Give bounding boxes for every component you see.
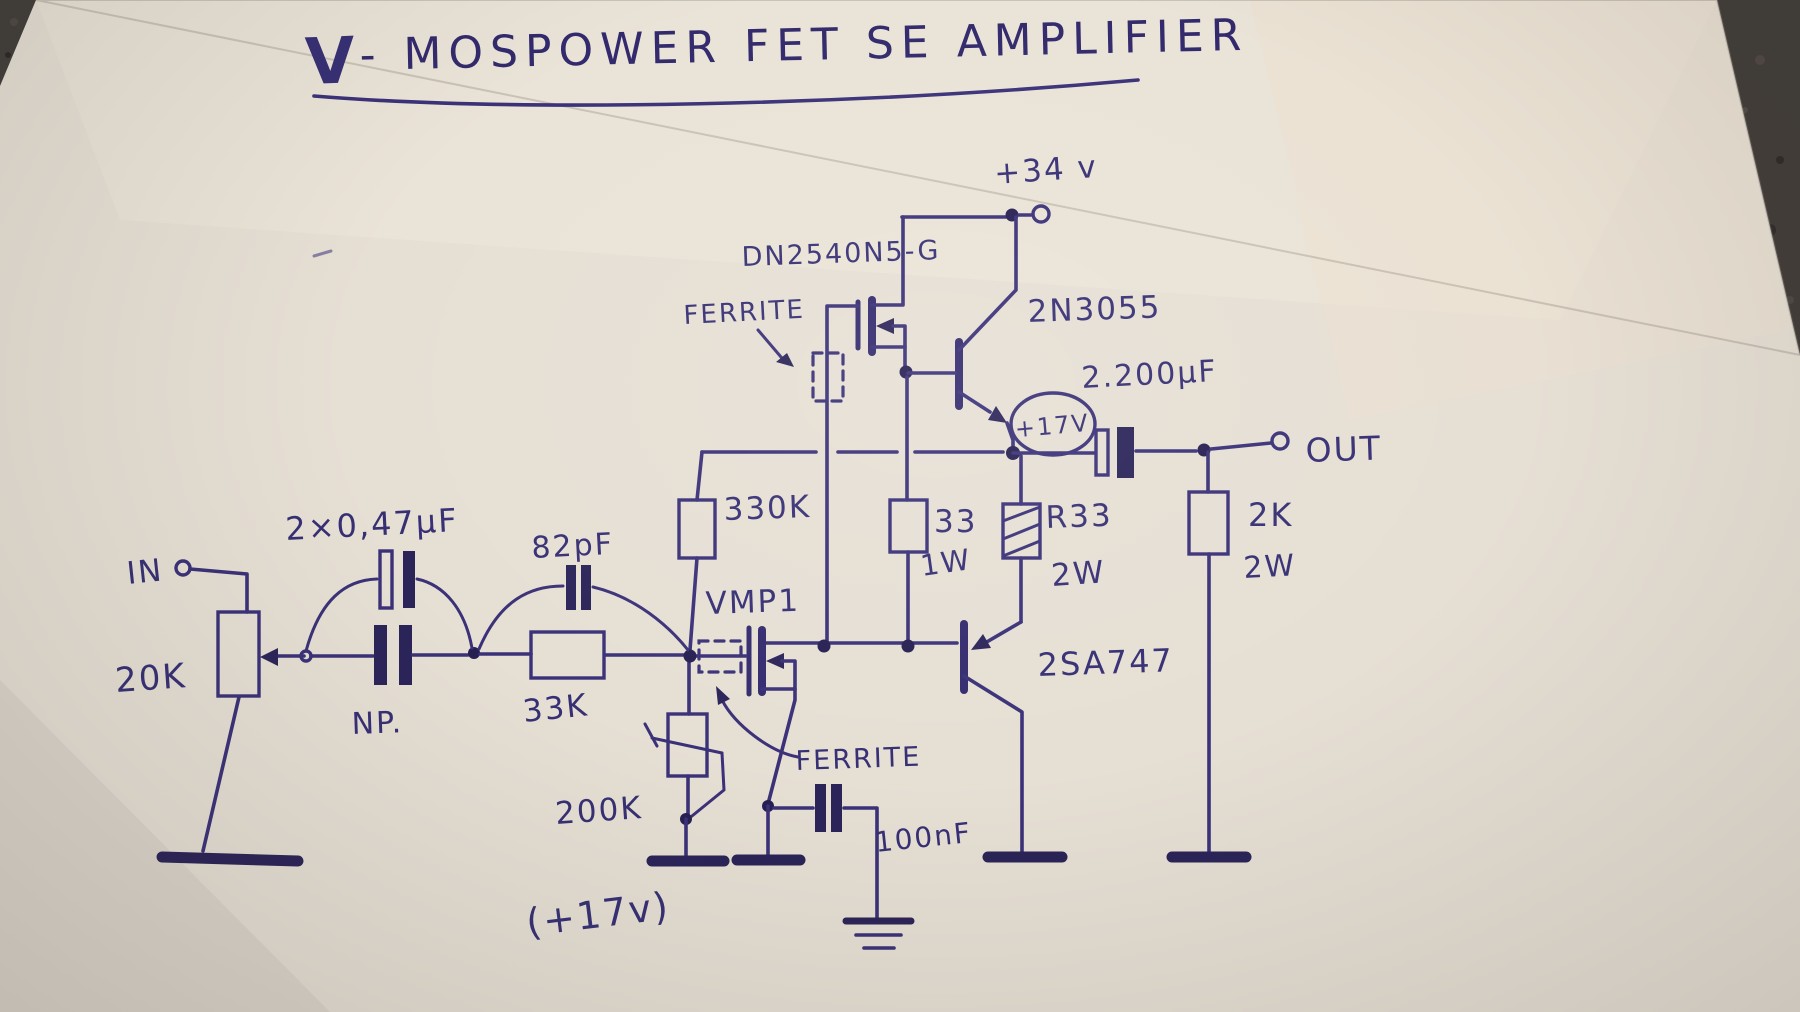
junction-dot — [899, 365, 913, 379]
resistor-r33-2w: R33 2W — [1001, 454, 1113, 624]
20k-label: 20K — [114, 656, 188, 701]
33-label: 33 — [934, 504, 977, 540]
rail-34v-label: +34 v — [993, 149, 1099, 192]
collector-lead — [962, 674, 1024, 854]
resistor-2k-2w: 2K 2W — [1166, 450, 1298, 863]
r33-power-label: 2W — [1050, 554, 1107, 594]
arrowhead-icon — [716, 686, 730, 705]
ferrite-top-label: FERRITE — [683, 295, 806, 367]
ground-icon — [156, 851, 304, 867]
cap-plate-filled — [403, 551, 415, 608]
transistor-2n3055: 2N3055 — [906, 215, 1162, 452]
200k-label: 200K — [554, 790, 644, 832]
resistor-330k: 330K — [677, 489, 812, 652]
ferrite-bottom-text: FERRITE — [795, 742, 922, 777]
input-network: IN 20K NP. 2×0,47µF 33K 82pF — [114, 501, 697, 867]
pot-200k: 200K — [554, 656, 730, 867]
ferrite-top-text: FERRITE — [683, 295, 806, 331]
junction-dot — [901, 639, 915, 653]
pointer-arrow — [756, 328, 783, 359]
cap-plate-filled — [399, 625, 412, 685]
cap-plate — [378, 549, 394, 610]
vmp1-label: VMP1 — [705, 583, 801, 622]
parallel-cap-arc — [304, 577, 379, 653]
cap-plate-filled — [566, 565, 576, 610]
wiper-tick — [643, 722, 659, 748]
cap-plate-filled — [831, 784, 842, 832]
gate-lead — [825, 304, 860, 648]
ferrite-bead-top-icon — [811, 351, 845, 403]
feedback-line — [695, 450, 1005, 502]
wiper-arrow-icon — [260, 648, 278, 666]
2k-power-label: 2W — [1243, 548, 1298, 586]
output-terminal — [1270, 431, 1290, 451]
mosfet-arrow-icon — [876, 318, 894, 334]
resistor-33-1w: 33 1W — [888, 375, 977, 644]
2n3055-label: 2N3055 — [1027, 289, 1162, 330]
dn2540-label: DN2540N5-G — [741, 235, 941, 273]
cap-100nf: 100nF — [772, 784, 973, 950]
junction-dot — [468, 647, 480, 659]
cap-plate-filled — [374, 625, 387, 685]
collector-lead — [957, 215, 1018, 352]
82pf-label: 82pF — [531, 527, 615, 566]
stray-pen-mark — [312, 249, 333, 258]
mosfet-arrow-icon — [766, 653, 784, 669]
cap-plate-filled — [581, 565, 591, 610]
emitter-lead — [983, 620, 1023, 645]
output-network: OUT 2.200µF +17V — [1006, 354, 1383, 478]
junction-dot — [683, 649, 697, 663]
wiper — [650, 736, 724, 755]
330k-label: 330K — [723, 489, 812, 528]
r33-label: R33 — [1045, 498, 1113, 536]
transistor-2sa747: 2SA747 — [960, 620, 1174, 863]
title-underline — [312, 78, 1140, 107]
33-power-label: 1W — [918, 542, 973, 583]
hatch-marks — [1001, 505, 1042, 558]
emitter-arrow-icon — [988, 406, 1007, 423]
bias-17v-label: +17V — [1014, 409, 1091, 443]
cap-plate-filled — [815, 784, 826, 832]
2x047uf-label: 2×0,47µF — [284, 501, 459, 548]
out-label: OUT — [1305, 428, 1383, 470]
pot-20k-ground-lead — [201, 695, 241, 853]
cap-82pf-arc — [477, 584, 565, 651]
np-label: NP. — [351, 705, 404, 742]
2k-label: 2K — [1248, 496, 1293, 534]
ferrite-bottom-label: FERRITE — [716, 686, 922, 777]
arrowhead-icon — [776, 353, 794, 367]
cap-2200uf-label: 2.200µF — [1081, 354, 1219, 396]
emitter-lead — [957, 390, 992, 414]
supply-terminal — [1031, 204, 1051, 224]
junction-dot — [817, 639, 831, 653]
mosfet-vmp1: VMP1 — [692, 583, 806, 866]
drain-bus — [761, 639, 959, 653]
33k-label: 33K — [521, 687, 590, 730]
cap-plate — [1094, 428, 1110, 477]
2sa747-label: 2SA747 — [1037, 641, 1174, 684]
power-rail-34v: +34 v — [900, 149, 1099, 224]
mosfet-dn2540: DN2540N5-G — [741, 215, 941, 648]
bias-17v-bubble — [1009, 391, 1097, 457]
title-v: V — [304, 24, 358, 100]
in-label: IN — [125, 552, 165, 592]
cap-plate-filled — [1117, 427, 1134, 478]
ferrite-bead-bottom-icon — [697, 639, 743, 674]
emitter-arrow-icon — [971, 634, 991, 650]
pointer-arrow — [720, 698, 800, 759]
